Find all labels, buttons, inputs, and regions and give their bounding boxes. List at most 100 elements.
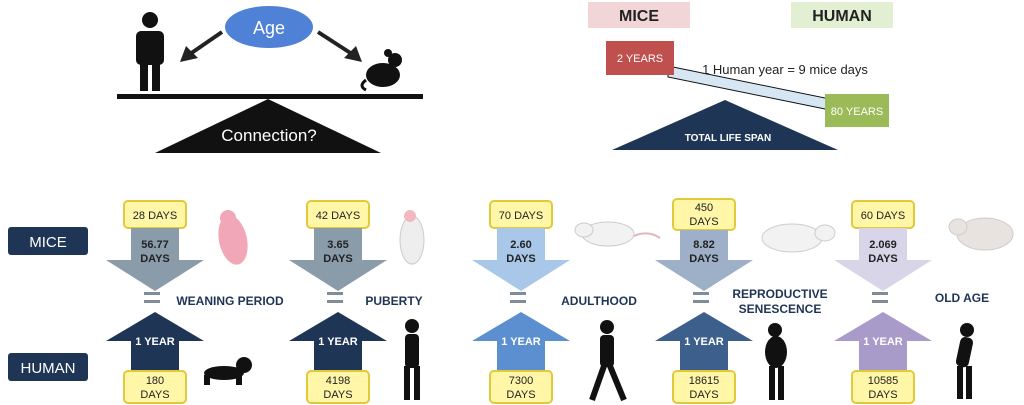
ratio-unit: DAYS [506, 253, 536, 265]
human-lifespan: 80 YEARS [831, 106, 883, 118]
human-age-box [851, 370, 915, 404]
stage-reproductive-senescence: 450 DAYS 8.82 DAYS REPRODUCTIVE SENESCEN… [655, 198, 836, 404]
white-mouse-icon [948, 217, 1014, 251]
human-age-unit: DAYS [868, 389, 897, 401]
ratio-value: 8.82 [693, 239, 714, 251]
stage-name-line2: SENESCENCE [739, 302, 822, 316]
mice-row-label: MICE [29, 234, 67, 251]
ratio-value: 2.069 [869, 239, 897, 251]
teen-silhouette-icon [404, 319, 420, 400]
mice-lifespan-box [606, 41, 674, 75]
mice-lifespan: 2 YEARS [617, 53, 663, 65]
equals-bar-top [693, 292, 709, 295]
human-up-arrow [655, 312, 753, 371]
baby-mouse-icon [218, 210, 248, 265]
human-arrow-label: 1 YEAR [863, 336, 903, 348]
seesaw-fulcrum [155, 99, 381, 153]
human-up-arrow [106, 312, 204, 371]
equals-bar-bottom [693, 300, 709, 303]
total-life-span: TOTAL LIFE SPAN [685, 133, 771, 144]
equals-bar-bottom [144, 300, 160, 303]
ratio-unit: DAYS [140, 253, 170, 265]
mice-down-arrow [106, 228, 204, 291]
equals-bar-top [327, 292, 343, 295]
human-arrow-label: 1 YEAR [501, 336, 541, 348]
equals-bar-top [872, 292, 888, 295]
human-header: HUMAN [812, 8, 872, 25]
human-up-arrow [834, 312, 932, 371]
mice-age-unit: DAYS [689, 216, 718, 228]
walking-adult-icon [589, 320, 627, 402]
person-icon [136, 12, 164, 91]
mice-header: MICE [619, 8, 659, 25]
stage-old-age: 60 DAYS 2.069 DAYS OLD AGE 1 YEAR 10585 … [834, 200, 1014, 404]
mice-age: 28 DAYS [133, 210, 177, 222]
stage-name: PUBERTY [365, 294, 422, 308]
stage-puberty: 42 DAYS 3.65 DAYS PUBERTY 1 YEAR 4198 DA… [289, 200, 425, 404]
mice-header-box [588, 2, 690, 28]
mouse-icon [360, 49, 402, 92]
stage-name: WEANING PERIOD [176, 294, 284, 308]
arrow-to-person-head [180, 46, 198, 62]
human-age-value: 10585 [868, 375, 899, 387]
human-lifespan-box [825, 94, 889, 127]
pregnant-silhouette-icon [765, 323, 787, 400]
human-age-value: 18615 [689, 375, 720, 387]
equals-bar-top [144, 292, 160, 295]
mice-age: 450 [695, 202, 713, 214]
mice-down-arrow [472, 228, 570, 291]
seesaw-plank [117, 94, 423, 99]
mice-down-arrow [834, 228, 932, 291]
white-mouse-icon [399, 210, 425, 265]
stage-weaning: 28 DAYS 56.77 DAYS WEANING PERIOD 1 YEAR… [106, 200, 284, 404]
human-age-unit: DAYS [506, 389, 535, 401]
mice-row-box [8, 227, 88, 255]
mice-age: 70 DAYS [499, 210, 543, 222]
equals-bar-bottom [872, 300, 888, 303]
elderly-silhouette-icon [955, 323, 974, 399]
age-label: Age [253, 18, 285, 38]
mice-age: 60 DAYS [861, 210, 905, 222]
human-arrow-label: 1 YEAR [318, 336, 358, 348]
ratio-unit: DAYS [689, 253, 719, 265]
mice-down-arrow [289, 228, 387, 291]
human-age-box [489, 370, 553, 404]
white-mouse-icon [574, 221, 661, 247]
ratio-value: 56.77 [141, 239, 169, 251]
ratio-value: 3.65 [327, 239, 348, 251]
conversion-note: 1 Human year = 9 mice days [702, 62, 868, 77]
equals-bar-top [510, 292, 526, 295]
age-bubble [225, 6, 313, 48]
human-age-value: 4198 [326, 375, 350, 387]
equals-bar-bottom [510, 300, 526, 303]
human-age-value: 7300 [509, 375, 533, 387]
human-age-box [123, 370, 187, 404]
stage-name: REPRODUCTIVE [732, 287, 827, 301]
human-age-value: 180 [146, 375, 164, 387]
lifespan-fulcrum [612, 100, 838, 150]
age-seesaw: Age Connection? [117, 6, 423, 153]
mice-down-arrow [655, 230, 753, 291]
human-up-arrow [289, 312, 387, 371]
stage-adulthood: 70 DAYS 2.60 DAYS ADULTHOOD 1 YEAR 7300 … [472, 200, 661, 404]
mice-age: 42 DAYS [316, 210, 360, 222]
ratio-unit: DAYS [868, 253, 898, 265]
human-header-box [791, 2, 893, 28]
human-up-arrow [472, 312, 570, 371]
stage-name: ADULTHOOD [561, 294, 637, 308]
arrow-to-mouse [316, 30, 354, 56]
human-age-box [306, 370, 370, 404]
baby-crawling-icon [204, 357, 252, 385]
human-age-box [672, 370, 736, 404]
stage-name: OLD AGE [935, 291, 989, 305]
equals-bar-bottom [327, 300, 343, 303]
human-age-unit: DAYS [140, 389, 169, 401]
human-row-box [8, 353, 88, 381]
connection-label: Connection? [221, 126, 316, 145]
human-age-unit: DAYS [689, 389, 718, 401]
ratio-value: 2.60 [510, 239, 531, 251]
human-age-unit: DAYS [323, 389, 352, 401]
arrow-to-mouse-head [344, 46, 362, 62]
human-arrow-label: 1 YEAR [135, 336, 175, 348]
